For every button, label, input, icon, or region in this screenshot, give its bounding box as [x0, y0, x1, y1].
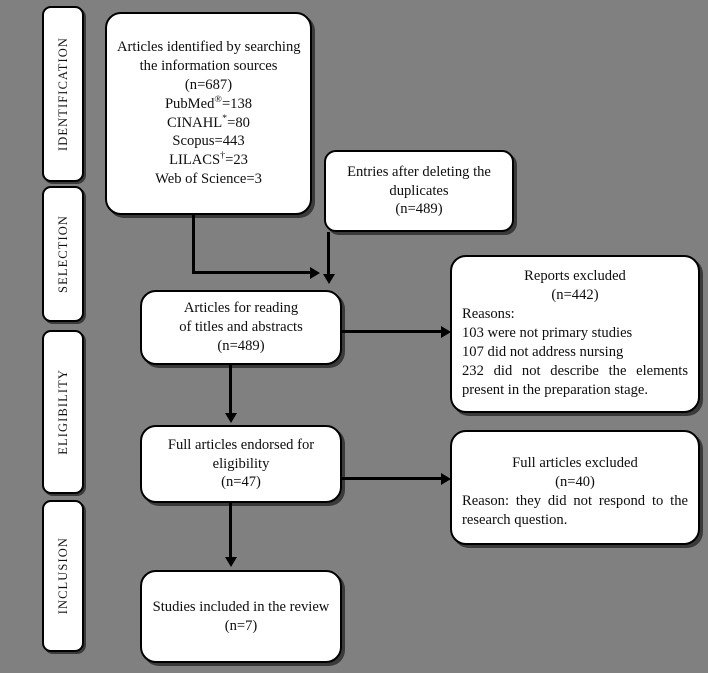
full-excluded-reason: Reason: they did not respond to the rese… — [462, 492, 688, 528]
connector-eligibility-to-excluded-line — [342, 477, 442, 480]
reports-excluded-reason-2: 107 did not address nursing — [462, 343, 624, 360]
identified-source-web-of-science: Web of Science=3 — [155, 171, 262, 188]
stage-inclusion-label: INCLUSION — [55, 537, 70, 615]
stage-selection-label: SELECTION — [55, 215, 70, 293]
reports-excluded-count: (n=442) — [551, 286, 599, 303]
identified-total: (n=687) — [184, 76, 233, 93]
connector-identified-elbow-vertical — [192, 215, 195, 274]
identified-line-1: Articles identified by searching — [117, 38, 301, 55]
connector-identified-elbow-horizontal — [192, 271, 310, 274]
stage-inclusion: INCLUSION — [42, 500, 84, 652]
connector-eligibility-to-included-line — [229, 503, 232, 559]
full-eligibility-count: (n=47) — [221, 474, 261, 491]
box-studies-included: Studies included in the review (n=7) — [140, 570, 342, 663]
connector-titles-to-reports-excluded-arrowhead — [441, 325, 451, 338]
identified-source-pubmed: PubMed®=138 — [117, 93, 300, 114]
box-articles-titles-abstracts: Articles for reading of titles and abstr… — [140, 290, 342, 365]
identified-source-scopus: Scopus=443 — [172, 133, 245, 150]
cinahl-mark: * — [222, 112, 228, 124]
connector-titles-to-eligibility-arrowhead — [224, 413, 237, 423]
connector-identified-elbow-arrowhead — [310, 266, 320, 279]
reports-excluded-reason-1: 103 were not primary studies — [462, 324, 633, 341]
duplicates-line-2: duplicates — [389, 182, 449, 199]
included-line-1: Studies included in the review — [152, 598, 330, 615]
lilacs-mark: † — [220, 150, 226, 162]
connector-duplicates-to-titles-line — [327, 232, 330, 276]
lilacs-count: =23 — [225, 152, 248, 169]
full-excluded-count: (n=40) — [555, 473, 595, 490]
box-full-articles-excluded: Full articles excluded (n=40) Reason: th… — [450, 430, 700, 545]
stage-identification: IDENTIFICATION — [42, 6, 84, 182]
stage-eligibility: ELIGIBILITY — [42, 330, 84, 494]
reports-excluded-reasons-heading: Reasons: — [462, 305, 515, 322]
cinahl-name: CINAHL — [167, 114, 223, 131]
included-count: (n=7) — [224, 617, 258, 634]
titles-abstracts-count: (n=489) — [217, 337, 265, 354]
identified-source-lilacs: LILACS†=23 — [117, 151, 300, 170]
identified-source-cinahl: CINAHL*=80 — [117, 112, 300, 133]
pubmed-count: =138 — [221, 95, 253, 112]
lilacs-name: LILACS — [169, 152, 221, 169]
reports-excluded-title: Reports excluded — [524, 268, 626, 284]
full-excluded-title: Full articles excluded — [512, 455, 638, 471]
connector-titles-to-eligibility-line — [229, 365, 232, 415]
identified-line-2: the information sources — [139, 57, 278, 74]
pubmed-mark: ® — [214, 93, 222, 105]
pubmed-name: PubMed — [164, 95, 215, 112]
connector-eligibility-to-excluded-arrowhead — [441, 472, 451, 485]
full-eligibility-line-2: eligibility — [212, 455, 270, 472]
stage-eligibility-label: ELIGIBILITY — [55, 369, 70, 455]
connector-titles-to-reports-excluded-line — [342, 330, 442, 333]
full-eligibility-line-1: Full articles endorsed for — [167, 436, 315, 453]
duplicates-line-1: Entries after deleting the — [347, 163, 491, 180]
duplicates-count: (n=489) — [395, 201, 443, 218]
box-entries-after-duplicates: Entries after deleting the duplicates (n… — [324, 150, 514, 232]
cinahl-count: =80 — [227, 114, 250, 131]
titles-abstracts-line-1: Articles for reading — [183, 300, 299, 317]
connector-duplicates-to-titles-arrowhead — [322, 274, 335, 284]
stage-selection: SELECTION — [42, 186, 84, 322]
box-full-articles-eligibility: Full articles endorsed for eligibility (… — [140, 425, 342, 503]
reports-excluded-reason-3: 232 did not describe the elements presen… — [462, 362, 688, 398]
stage-identification-label: IDENTIFICATION — [55, 37, 70, 151]
titles-abstracts-line-2: of titles and abstracts — [179, 319, 303, 336]
box-articles-identified: Articles identified by searching the inf… — [105, 12, 312, 215]
box-reports-excluded: Reports excluded (n=442) Reasons: 103 we… — [450, 255, 700, 413]
connector-eligibility-to-included-arrowhead — [224, 557, 237, 567]
